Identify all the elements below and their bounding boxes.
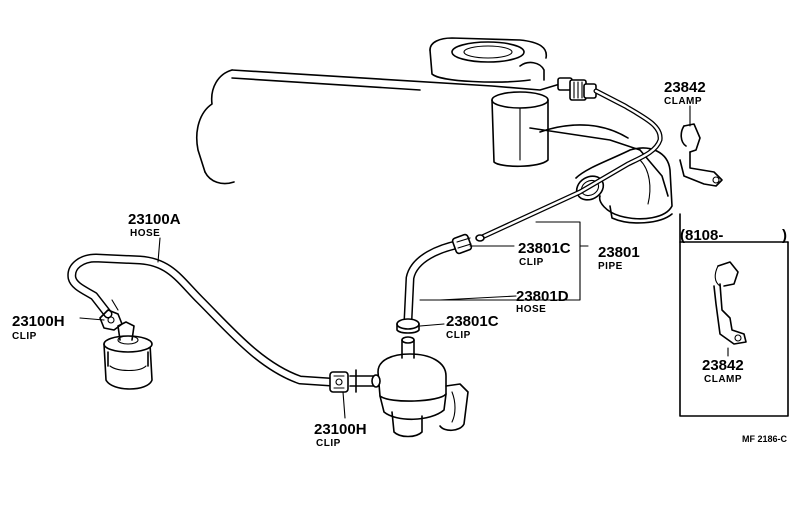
part-number-23100A: 23100A (128, 211, 181, 228)
callout-23842-top: 23842 CLAMP (664, 79, 706, 107)
clip-23801C-lower-part (396, 318, 420, 334)
hose-23801D (403, 239, 465, 325)
inset-label: (8108- (680, 227, 723, 244)
part-number-23801C-upper: 23801C (518, 240, 571, 257)
leader-lines (79, 105, 729, 419)
callout-23801D: 23801D HOSE (516, 288, 569, 315)
part-name-hose-23801D: HOSE (516, 304, 546, 315)
clip-23100H-bottom-part (329, 371, 349, 393)
callout-23801: 23801 PIPE (598, 244, 640, 272)
part-name-clip-bottom: CLIP (316, 438, 341, 449)
part-number-23100H-bottom: 23100H (314, 421, 367, 438)
callout-23100H-bottom: 23100H CLIP (314, 421, 367, 449)
part-name-hose: HOSE (130, 228, 160, 239)
fuel-filter (103, 321, 153, 390)
hose-23100A (67, 253, 335, 387)
callout-23100A: 23100A HOSE (128, 211, 181, 239)
fuel-pump (349, 336, 469, 438)
part-name-clip-upper: CLIP (519, 257, 544, 268)
part-number-23100H-left: 23100H (12, 313, 65, 330)
inset-panel (679, 213, 789, 417)
callout-23801C-lower: 23801C CLIP (446, 313, 499, 341)
clip-23801C-upper-part (451, 233, 473, 255)
pipe-union-fitting (557, 77, 597, 101)
outlet-tube (491, 91, 549, 168)
clip-23100H-left-part (99, 299, 123, 331)
part-number-23842-inset: 23842 (702, 357, 744, 374)
part-name-clip-lower: CLIP (446, 330, 471, 341)
callout-23100H-left: 23100H CLIP (12, 313, 65, 342)
part-number-23801D: 23801D (516, 288, 569, 305)
inset-heading: (8108- ) (680, 227, 787, 244)
part-name-clip-left: CLIP (12, 331, 37, 342)
part-name-clamp-top: CLAMP (664, 96, 702, 107)
air-cleaner-cap (429, 37, 548, 83)
clamp-23842-top (679, 123, 723, 187)
part-number-23801C-lower: 23801C (446, 313, 499, 330)
inset-close-paren: ) (782, 227, 787, 244)
part-name-clamp-inset: CLAMP (704, 374, 742, 385)
part-number-23842-top: 23842 (664, 79, 706, 96)
part-number-23801: 23801 (598, 244, 640, 261)
figure-code: MF 2186-C (742, 434, 788, 444)
part-name-pipe: PIPE (598, 261, 623, 272)
pipe-23801 (475, 88, 663, 242)
callout-23801C-upper: 23801C CLIP (518, 240, 571, 268)
callout-23842-inset: 23842 CLAMP (702, 357, 744, 385)
